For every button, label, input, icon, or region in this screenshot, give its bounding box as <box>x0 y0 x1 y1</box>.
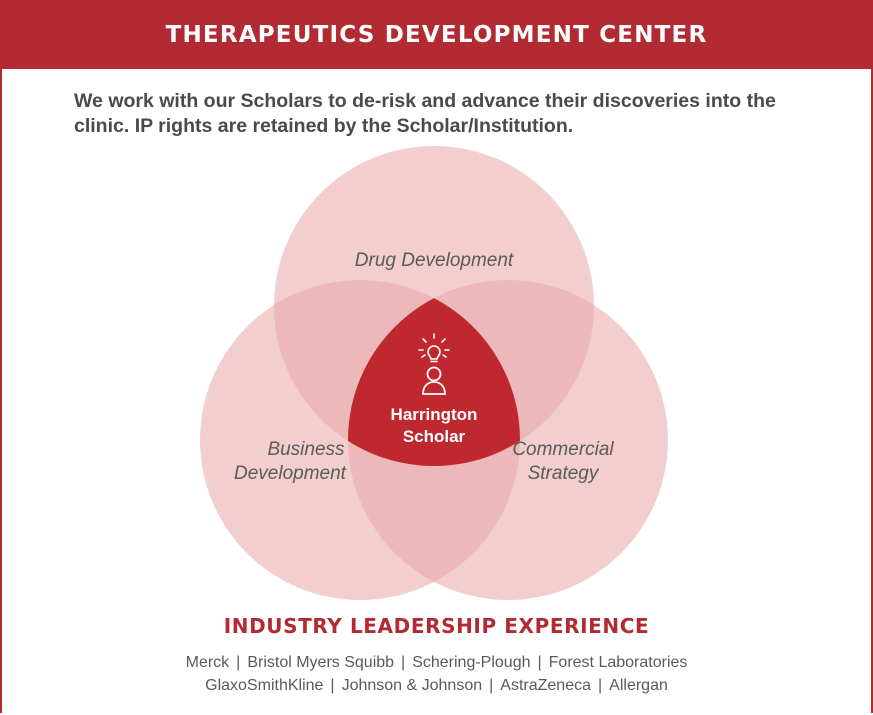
lightbulb-icon <box>418 333 450 363</box>
center-label-line2: Scholar <box>403 427 466 446</box>
separator: | <box>537 654 542 671</box>
separator: | <box>330 677 335 694</box>
company-jnj: Johnson & Johnson <box>341 677 483 694</box>
separator: | <box>401 654 406 671</box>
industry-title: INDUSTRY LEADERSHIP EXPERIENCE <box>223 614 650 638</box>
center-label-line1: Harrington <box>391 405 478 424</box>
company-gsk: GlaxoSmithKline <box>205 677 324 694</box>
label-commercial-strategy-line2: Strategy <box>528 463 600 484</box>
label-business-development-line1: Business <box>267 439 345 460</box>
company-row-2: GlaxoSmithKline | Johnson & Johnson | AstraZ… <box>0 674 873 697</box>
venn-center-region <box>348 280 520 466</box>
separator: | <box>489 677 494 694</box>
label-drug-development: Drug Development <box>355 250 514 271</box>
label-commercial-strategy-line1: Commercial <box>512 439 614 460</box>
company-schering-plough: Schering-Plough <box>412 654 531 671</box>
company-list: Merck | Bristol Myers Squibb | Schering-Plou… <box>0 651 873 697</box>
intro-text: We work with our Scholars to de-risk and… <box>74 90 776 137</box>
page-title: THERAPEUTICS DEVELOPMENT CENTER <box>165 21 708 48</box>
person-icon <box>422 366 446 395</box>
company-bms: Bristol Myers Squibb <box>247 654 395 671</box>
company-row-1: Merck | Bristol Myers Squibb | Schering-Plou… <box>0 651 873 674</box>
company-merck: Merck <box>185 654 230 671</box>
company-astrazeneca: AstraZeneca <box>500 677 591 694</box>
header-banner: THERAPEUTICS DEVELOPMENT CENTER <box>0 0 873 69</box>
separator: | <box>598 677 603 694</box>
separator: | <box>236 654 241 671</box>
label-business-development-line2: Development <box>234 463 347 484</box>
company-forest-laboratories: Forest Laboratories <box>548 654 688 671</box>
company-allergan: Allergan <box>609 677 668 694</box>
